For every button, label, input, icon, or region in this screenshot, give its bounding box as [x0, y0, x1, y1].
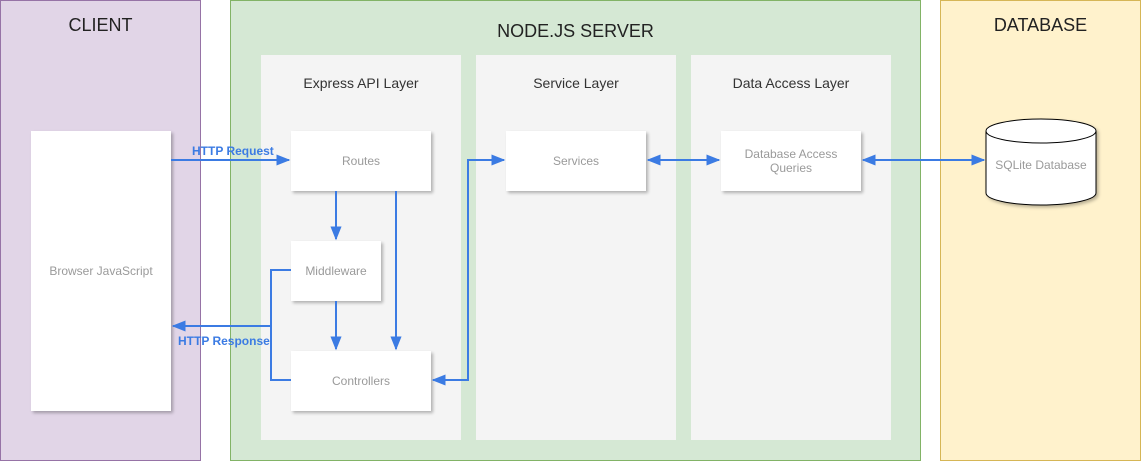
browser-javascript-node[interactable]: Browser JavaScript [31, 131, 171, 411]
controllers-response-line [270, 326, 291, 381]
controllers-label: Controllers [331, 374, 391, 388]
service-layer-title: Service Layer [533, 75, 619, 91]
database-access-queries-label: Database Access Queries [744, 147, 838, 175]
data-access-layer: Data Access Layer [691, 55, 891, 440]
middleware-label: Middleware [305, 264, 367, 278]
middleware-response-line [270, 269, 291, 326]
database-panel: DATABASE [940, 0, 1141, 461]
sqlite-database-cylinder[interactable] [985, 118, 1097, 206]
data-access-layer-title: Data Access Layer [732, 75, 850, 91]
routes-label: Routes [341, 154, 381, 168]
services-label: Services [552, 154, 599, 168]
middleware-node[interactable]: Middleware [291, 241, 381, 301]
routes-node[interactable]: Routes [291, 131, 431, 191]
database-title: DATABASE [993, 15, 1088, 35]
client-title: CLIENT [68, 15, 133, 35]
server-title: NODE.JS SERVER [497, 21, 654, 41]
controllers-services-arrow [431, 154, 506, 386]
service-layer: Service Layer [476, 55, 676, 440]
database-access-queries-node[interactable]: Database Access Queries [721, 131, 861, 191]
browser-javascript-label: Browser JavaScript [49, 264, 153, 278]
express-api-layer-title: Express API Layer [303, 75, 419, 91]
sqlite-database-label: SQLite Database [995, 158, 1087, 172]
controllers-node[interactable]: Controllers [291, 351, 431, 411]
http-response-label: HTTP Response [178, 334, 270, 348]
services-node[interactable]: Services [506, 131, 646, 191]
http-request-label: HTTP Request [192, 144, 274, 158]
